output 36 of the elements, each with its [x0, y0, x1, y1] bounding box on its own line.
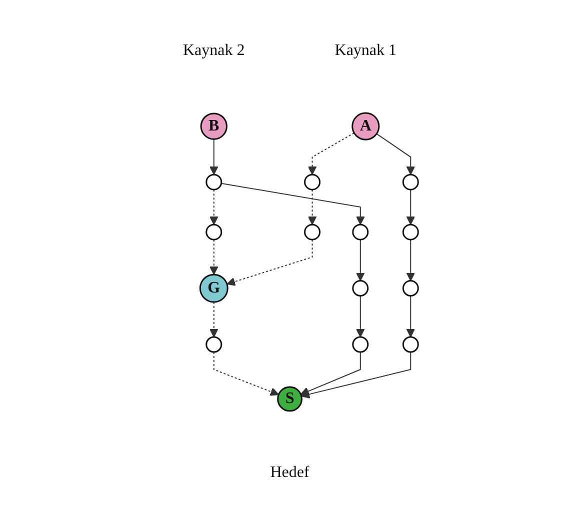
arrow [406, 294, 415, 337]
arrow [308, 188, 316, 224]
arrow [406, 188, 415, 224]
node-circle [352, 336, 368, 352]
node-circle [402, 223, 419, 240]
node-circle: S [276, 386, 302, 412]
arrow [300, 351, 361, 395]
node-circle: B [200, 112, 228, 140]
arrow [213, 351, 279, 396]
arrow [376, 132, 415, 174]
arrow [226, 238, 312, 286]
node-circle [402, 280, 419, 296]
node-circle [304, 173, 320, 190]
arrow [300, 351, 411, 398]
arrow [209, 301, 218, 337]
arrow [220, 182, 365, 224]
node-label: Kaynak 1 [334, 42, 396, 59]
node-circle: A [351, 112, 380, 140]
node-circle: G [199, 273, 228, 302]
node-label: Kaynak 2 [182, 42, 244, 59]
arrow [356, 294, 365, 337]
arrow [209, 188, 218, 224]
node-circle [352, 280, 368, 296]
arrow [356, 238, 365, 281]
arrow [209, 138, 218, 174]
node-circle [402, 173, 419, 190]
arrow [406, 238, 415, 281]
node-circle [304, 223, 320, 240]
arrow [209, 238, 218, 274]
node-circle [205, 173, 222, 190]
arrow [308, 132, 354, 174]
node-circle [205, 223, 222, 240]
node-label: Hedef [270, 463, 310, 480]
node-circle [352, 223, 368, 240]
node-circle [205, 336, 222, 352]
node-circle [402, 336, 419, 352]
